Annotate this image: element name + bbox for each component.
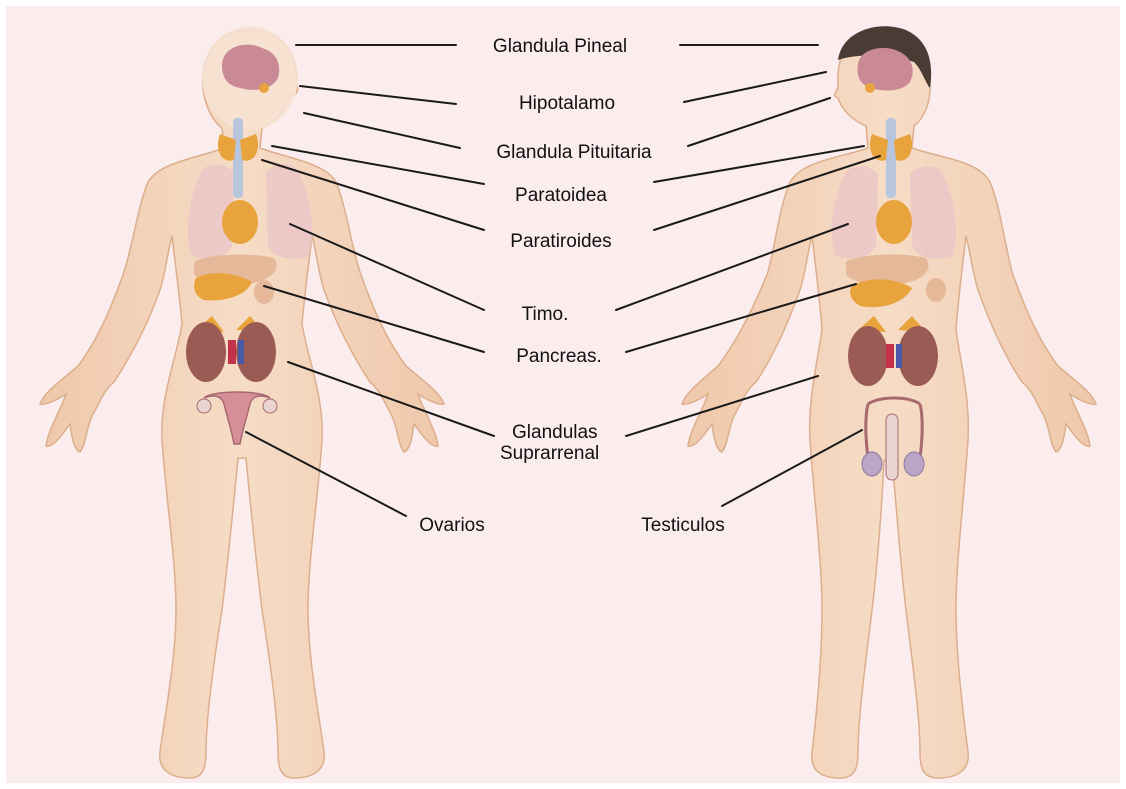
female-spleen xyxy=(254,280,274,304)
male-pituitary xyxy=(865,83,875,93)
female-thymus xyxy=(222,200,258,244)
male-kidney-left xyxy=(848,326,888,386)
label-hypothalamus: Hipotalamo xyxy=(519,93,615,114)
male-vessels-2 xyxy=(896,344,902,368)
label-pineal: Glandula Pineal xyxy=(493,36,627,57)
male-thymus xyxy=(876,200,912,244)
female-vessels-2 xyxy=(238,340,244,364)
label-pituitary: Glandula Pituitaria xyxy=(496,142,652,163)
male-testicle-left xyxy=(862,452,882,476)
female-ovary-right xyxy=(263,399,277,413)
label-testicles: Testiculos xyxy=(641,515,724,536)
male-testicle-right xyxy=(904,452,924,476)
female-kidney-left xyxy=(186,322,226,382)
label-paratiroides: Paratiroides xyxy=(510,231,611,252)
female-pituitary xyxy=(259,83,269,93)
female-vessels xyxy=(228,340,236,364)
label-adrenal-line1: Glandulas xyxy=(512,422,598,443)
label-paratoidea: Paratoidea xyxy=(515,185,607,206)
label-adrenal-line2: Suprarrenal xyxy=(500,443,599,464)
male-trachea xyxy=(886,118,896,198)
female-trachea xyxy=(233,118,243,198)
female-ovary-left xyxy=(197,399,211,413)
label-ovaries: Ovarios xyxy=(419,515,484,536)
label-thymus: Timo. xyxy=(522,304,569,325)
label-pancreas: Pancreas. xyxy=(516,346,602,367)
male-kidney-right xyxy=(898,326,938,386)
male-spleen xyxy=(926,278,946,302)
male-penis xyxy=(886,414,898,480)
male-vessels xyxy=(886,344,894,368)
